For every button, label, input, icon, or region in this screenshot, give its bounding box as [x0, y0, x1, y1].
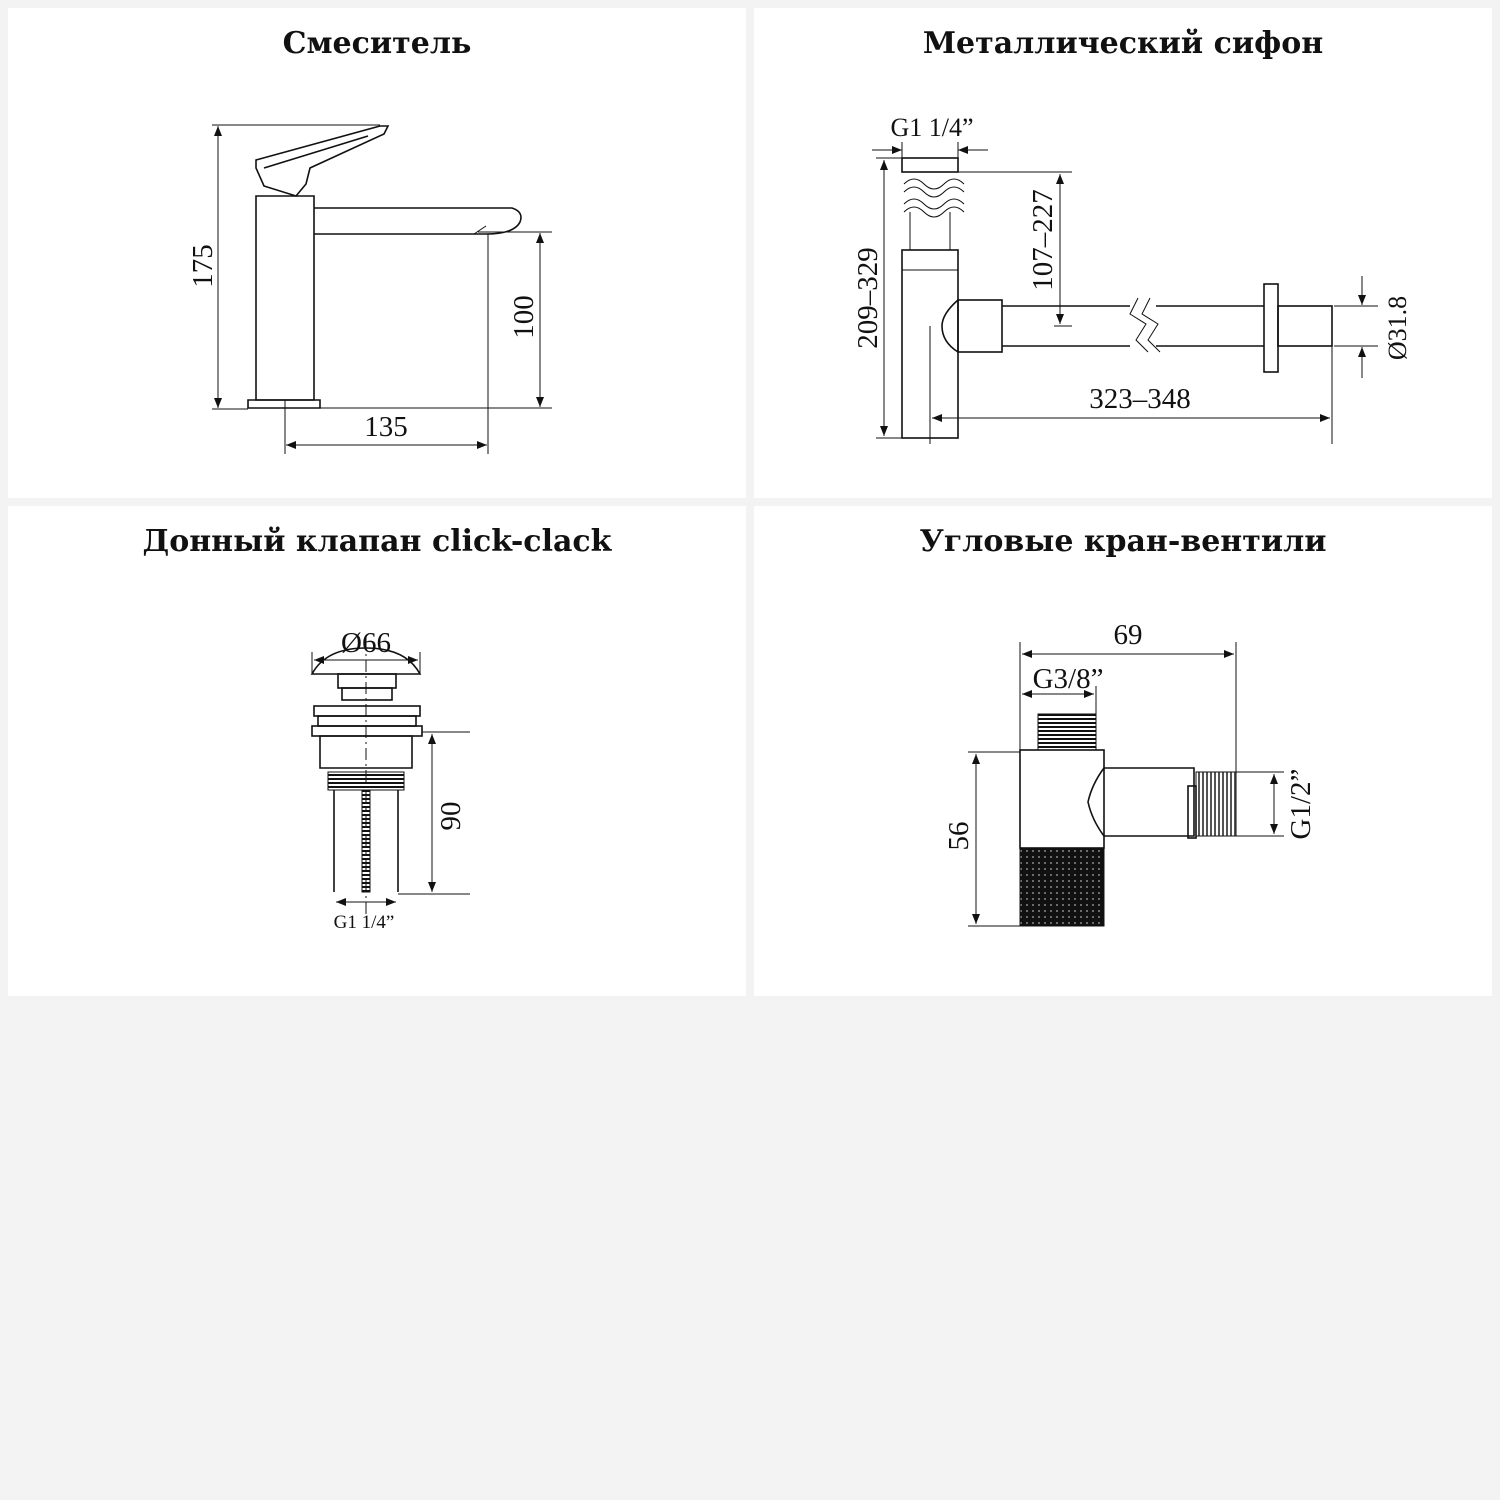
- card-title: Угловые кран-вентили: [919, 524, 1327, 559]
- dim-spout-label: 100: [508, 295, 540, 339]
- dim-thread: G1 1/4”: [334, 898, 396, 933]
- dim-height: 209–329: [852, 157, 902, 439]
- siphon-body: [901, 157, 1333, 439]
- dim-thread: G1 1/4”: [872, 113, 988, 158]
- dim-length-label: 323–348: [1089, 383, 1191, 415]
- dim-width: 69: [1019, 619, 1237, 772]
- angle-valve-body: [1019, 713, 1237, 927]
- dim-outlet: G1/2”: [1236, 769, 1317, 840]
- dim-adjust-label: 107–227: [1027, 189, 1059, 291]
- mixer-drawing: 175 100 135: [187, 124, 552, 454]
- dim-height-label: 209–329: [852, 247, 884, 349]
- dim-inlet-label: G3/8”: [1033, 663, 1104, 695]
- angle-valve-card: Угловые кран-вентили: [754, 506, 1492, 996]
- valve-drawing: Ø66 90 G1 1/4”: [310, 627, 470, 933]
- dim-reach-label: 135: [364, 411, 408, 443]
- dim-diameter: Ø66: [311, 627, 421, 674]
- dim-height: 175: [187, 124, 380, 410]
- dim-diameter-label: Ø66: [341, 627, 391, 659]
- card-title: Донный клапан click-clack: [142, 524, 612, 559]
- card-title: Металлический сифон: [922, 26, 1324, 61]
- dim-length: 323–348: [929, 326, 1333, 444]
- card-title: Смеситель: [282, 26, 472, 61]
- dim-height-label: 56: [943, 822, 975, 851]
- valve-card: Донный клапан click-clack: [8, 506, 746, 996]
- dim-adjust: 107–227: [958, 171, 1072, 327]
- dim-inlet: G3/8”: [1022, 663, 1103, 714]
- siphon-card: Металлический сифон: [754, 8, 1492, 498]
- dim-height-label: 90: [435, 802, 467, 831]
- dim-outlet-label: G1/2”: [1285, 769, 1317, 840]
- dim-diameter-label: Ø31.8: [1383, 296, 1412, 360]
- dim-diameter: Ø31.8: [1334, 276, 1412, 378]
- dim-height: 56: [943, 751, 1020, 927]
- dim-spout-height: 100: [320, 231, 552, 409]
- mixer-body: [247, 125, 522, 409]
- valve-body: [310, 638, 423, 916]
- mixer-card: Смеситель 175: [8, 8, 746, 498]
- dim-height: 90: [398, 731, 470, 895]
- dim-reach: 135: [284, 234, 489, 454]
- dim-thread-label: G1 1/4”: [890, 113, 973, 142]
- angle-valve-drawing: 69 G3/8” 56 G1/2”: [943, 619, 1317, 927]
- dim-thread-label: G1 1/4”: [334, 912, 395, 933]
- dim-height-label: 175: [187, 244, 219, 288]
- siphon-drawing: G1 1/4” 209–329 107–227 323–348: [852, 113, 1412, 444]
- dim-width-label: 69: [1114, 619, 1143, 651]
